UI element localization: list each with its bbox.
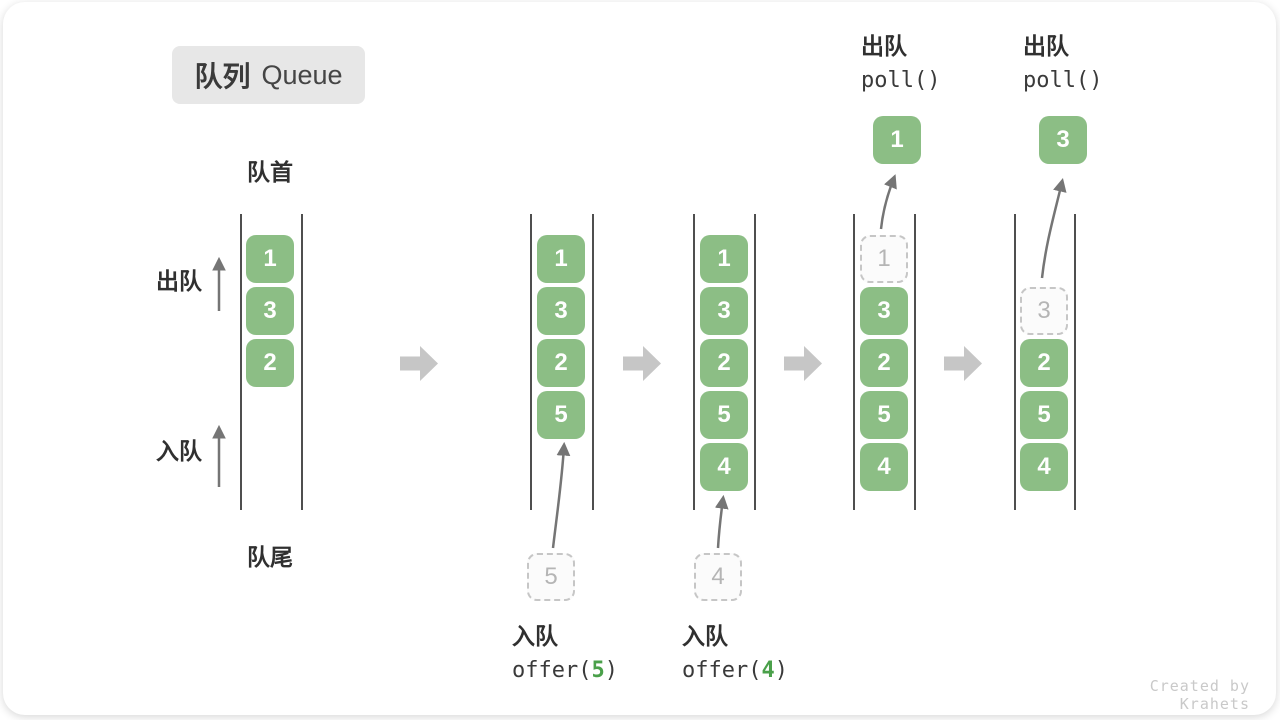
op-code-offer: offer(4) [682, 658, 788, 683]
op-label-dequeue: 出队 [861, 33, 907, 59]
queue-cell: 4 [1020, 443, 1068, 491]
enqueue-arrow-offer4 [714, 494, 729, 549]
queue-cell: 1 [537, 235, 585, 283]
queue-cell: 2 [246, 339, 294, 387]
dequeue-arrow-poll1 [879, 174, 897, 230]
queue-cell: 2 [537, 339, 585, 387]
op-code-poll: poll() [1023, 67, 1103, 93]
removed-cell-ghost: 3 [1020, 287, 1068, 335]
queue-cell: 2 [860, 339, 908, 387]
op-group-offer-4: 入队 offer(4) [682, 622, 788, 683]
step-arrow-icon [623, 346, 661, 381]
op-label-dequeue: 出队 [1023, 33, 1069, 59]
fn-close: ) [604, 657, 618, 683]
fn-arg: 4 [761, 657, 775, 683]
queue-wall [853, 214, 855, 510]
step-arrow-icon [400, 346, 438, 381]
op-group-poll-1: 出队 poll() [861, 32, 940, 93]
popped-cell: 3 [1039, 116, 1087, 164]
op-label-enqueue: 入队 [682, 623, 728, 649]
queue-wall [754, 214, 756, 510]
title-en: Queue [261, 59, 343, 90]
queue-cell: 5 [860, 391, 908, 439]
enqueue-arrow-offer5 [551, 441, 571, 549]
queue-cell: 3 [860, 287, 908, 335]
diagram-card: 队列 Queue 队首 队尾 出队 入队 1 3 [3, 2, 1276, 715]
queue-cell: 2 [1020, 339, 1068, 387]
queue-wall [240, 214, 242, 510]
queue-wall [1014, 214, 1016, 510]
incoming-cell-ghost: 5 [527, 553, 575, 601]
title-box: 队列 Queue [172, 46, 365, 104]
queue-wall [592, 214, 594, 510]
queue-cell: 1 [700, 235, 748, 283]
incoming-cell-ghost: 4 [694, 553, 742, 601]
popped-cell: 1 [873, 116, 921, 164]
queue-cell: 4 [860, 443, 908, 491]
queue-cell: 4 [700, 443, 748, 491]
label-queue-rear: 队尾 [247, 544, 293, 570]
queue-wall [693, 214, 695, 510]
queue-wall [301, 214, 303, 510]
step-arrow-icon [944, 346, 982, 381]
queue-cell: 2 [700, 339, 748, 387]
op-label-enqueue: 入队 [512, 623, 558, 649]
queue-cell: 5 [1020, 391, 1068, 439]
step-arrow-icon [784, 346, 822, 381]
label-queue-front: 队首 [247, 159, 293, 185]
label-dequeue-side: 出队 [156, 268, 202, 294]
removed-cell-ghost: 1 [860, 235, 908, 283]
watermark: Created by Krahets [1149, 677, 1250, 713]
title-zh: 队列 [194, 61, 251, 92]
fn-close: ) [774, 657, 788, 683]
queue-cell: 5 [700, 391, 748, 439]
op-code-poll: poll() [861, 67, 941, 93]
dequeue-arrow-poll3 [1040, 177, 1067, 279]
queue-wall [914, 214, 916, 510]
op-code-offer: offer(5) [512, 658, 618, 683]
op-group-poll-2: 出队 poll() [1023, 32, 1102, 93]
op-group-offer-5: 入队 offer(5) [512, 622, 618, 683]
queue-wall [1074, 214, 1076, 510]
queue-cell: 3 [246, 287, 294, 335]
queue-cell: 5 [537, 391, 585, 439]
label-enqueue-side: 入队 [156, 438, 202, 464]
queue-wall [530, 214, 532, 510]
queue-cell: 3 [700, 287, 748, 335]
fn-open: offer( [682, 657, 762, 683]
fn-open: offer( [512, 657, 592, 683]
queue-cell: 3 [537, 287, 585, 335]
queue-cell: 1 [246, 235, 294, 283]
fn-arg: 5 [591, 657, 605, 683]
